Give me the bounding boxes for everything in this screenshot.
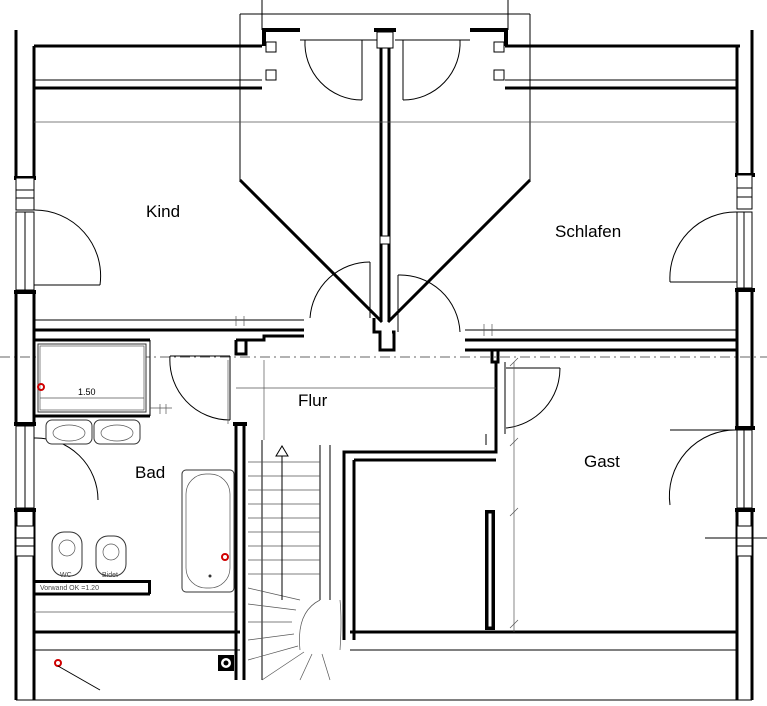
sink-right (93, 419, 141, 445)
windows (15, 174, 767, 557)
bathroom-fixtures (37, 343, 235, 691)
tub-marker (221, 553, 229, 561)
doors (33, 209, 738, 506)
room-label-flur: Flur (298, 391, 328, 410)
bathtub (181, 469, 235, 593)
wc-fixture (51, 531, 83, 577)
dormer (238, 0, 532, 324)
wc-label: WC (60, 572, 72, 579)
room-label-gast: Gast (584, 452, 620, 471)
drain-marker (37, 383, 45, 391)
room-label-bad: Bad (135, 463, 165, 482)
bidet-fixture (95, 535, 127, 577)
shower-dimension: 1.50 (78, 387, 96, 397)
room-label-kind: Kind (146, 202, 180, 221)
shower-tray (37, 343, 147, 413)
sink-left (45, 419, 93, 445)
room-label-schlafen: Schlafen (555, 222, 621, 241)
bidet-label: Bidet (102, 572, 118, 579)
vorwand-label: Vorwand OK =1.20 (40, 585, 99, 592)
sensor-marker (54, 659, 62, 667)
dimension-lines (34, 121, 737, 632)
interior-walls (34, 316, 737, 680)
staircase (247, 445, 342, 681)
